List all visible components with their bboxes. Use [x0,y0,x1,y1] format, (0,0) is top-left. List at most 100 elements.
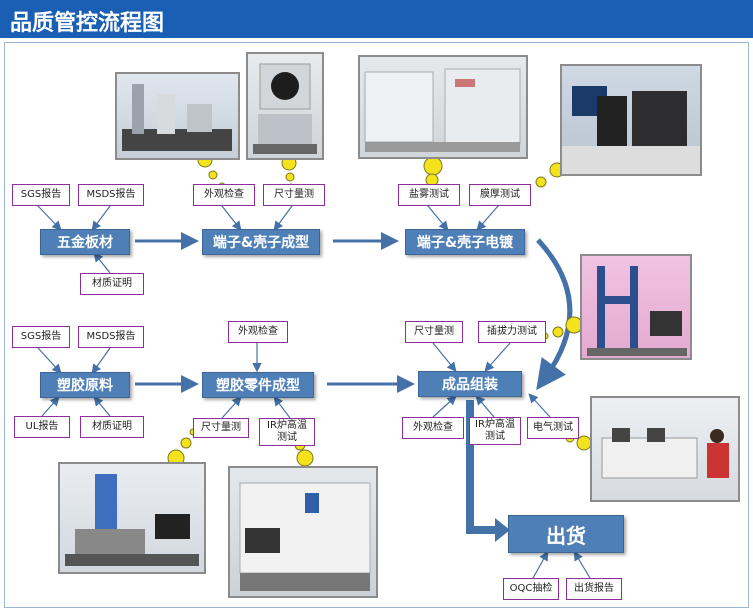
process-plastic-material: 塑胶原料 [40,372,130,398]
doc-arrow [221,205,242,231]
microscope-icon [122,84,232,151]
doc-arrow [91,347,111,374]
doc-sgs-report: SGS报告 [12,326,70,348]
doc-arrow [427,205,449,231]
doc-msds-report: MSDS报告 [78,184,144,206]
doc-label: 插拔力测试 [487,326,537,337]
doc-label: IR炉高温 测试 [267,420,307,443]
doc-label: 材质证明 [92,278,132,289]
doc-dimension-check: 尺寸量测 [263,184,325,206]
doc-oqc-inspection: OQC抽检 [503,578,559,600]
doc-label: UL报告 [25,421,59,432]
process-plastic-forming: 塑胶零件成型 [202,372,314,398]
doc-film-thickness-test: 膜厚测试 [469,184,531,206]
doc-arrow [528,393,551,418]
projector-icon [253,63,317,154]
process-shipping: 出货 [508,515,624,553]
page-title: 品质管控流程图 [10,11,165,36]
doc-arrow [476,205,499,231]
callout-bubble [535,176,547,188]
doc-arrow [475,395,495,418]
doc-label: 盐雾测试 [409,189,449,200]
doc-arrow [432,395,457,418]
photo-measuring-microscope [115,72,240,160]
doc-label: 电气测试 [533,422,573,433]
doc-arrow [91,205,111,231]
xray-analyzer-icon [562,86,700,174]
reflow-oven-icon [239,482,371,591]
callout-bubble [285,172,295,182]
photo-ir-reflow-oven [228,466,378,598]
doc-arrow [532,550,549,579]
process-hardware: 五金板材 [40,229,130,255]
callout-bubble [180,437,192,449]
doc-label: 出货报告 [574,583,614,594]
doc-arrow [484,342,511,372]
doc-label: 外观检查 [413,422,453,433]
curved-flow-arrow [536,238,573,391]
doc-ir-reflow-test: IR炉高温 测试 [469,417,521,445]
doc-ir-reflow-test: IR炉高温 测试 [259,418,315,446]
doc-label: MSDS报告 [86,189,136,200]
photo-profile-projector [246,52,324,160]
doc-label: OQC抽检 [509,583,553,594]
callout-bubble [208,170,218,180]
process-terminal-plating: 端子&壳子电镀 [405,229,525,255]
doc-label: 尺寸量测 [201,422,241,433]
process-label: 出货 [546,523,586,548]
doc-insertion-force-test: 插拔力测试 [478,321,546,343]
process-label: 五金板材 [57,235,113,251]
diagram-frame [4,42,749,608]
doc-label: SGS报告 [20,189,62,200]
photo-electrical-test-lab [590,396,740,502]
doc-label: IR炉高温 测试 [475,419,515,442]
process-label: 塑胶原料 [57,378,113,394]
process-label: 塑胶零件成型 [216,378,300,394]
doc-arrow [573,550,591,579]
photo-thickness-tester [560,64,702,176]
photo-insertion-tester [580,254,692,360]
doc-ul-report: UL报告 [14,416,70,438]
doc-label: SGS报告 [20,331,62,342]
process-terminal-forming: 端子&壳子成型 [202,229,320,255]
process-assembly: 成品组装 [418,371,522,397]
callout-bubble [296,449,314,467]
callout-bubble [576,435,592,451]
doc-electrical-test: 电气测试 [527,417,579,439]
doc-label: 外观检查 [238,326,278,337]
doc-arrow [37,347,62,374]
doc-sgs-report: SGS报告 [12,184,70,206]
doc-arrow [273,396,291,419]
doc-arrow [273,205,293,231]
doc-label: MSDS报告 [86,331,136,342]
ship-flow-arrowhead [495,518,510,542]
doc-arrow [37,205,62,231]
doc-arrow [93,252,111,274]
doc-arrow [93,396,111,417]
photo-video-measuring [58,462,206,574]
doc-material-cert: 材质证明 [80,273,144,295]
doc-arrow [41,396,60,417]
callout-bubble [423,156,443,176]
process-label: 成品组装 [442,377,498,393]
doc-arrow [221,396,242,419]
doc-label: 尺寸量测 [414,326,454,337]
doc-dimension-check: 尺寸量测 [193,418,249,438]
doc-salt-spray-test: 盐雾测试 [398,184,460,206]
doc-dimension-check: 尺寸量测 [405,321,463,343]
test-lab-icon [601,428,729,479]
doc-label: 膜厚测试 [480,189,520,200]
chamber-icon [364,68,521,152]
doc-msds-report: MSDS报告 [78,326,144,348]
doc-shipping-report: 出货报告 [566,578,622,600]
doc-label: 外观检查 [204,189,244,200]
process-label: 端子&壳子成型 [212,235,310,251]
photo-salt-spray-chamber [358,55,528,159]
doc-material-cert: 材质证明 [80,416,144,438]
doc-appearance-check: 外观检查 [193,184,255,206]
tensile-tester-icon [587,266,687,356]
doc-label: 材质证明 [92,421,132,432]
process-label: 端子&壳子电镀 [416,235,514,251]
header-bar: 品质管控流程图 [0,0,753,38]
doc-label: 尺寸量测 [274,189,314,200]
